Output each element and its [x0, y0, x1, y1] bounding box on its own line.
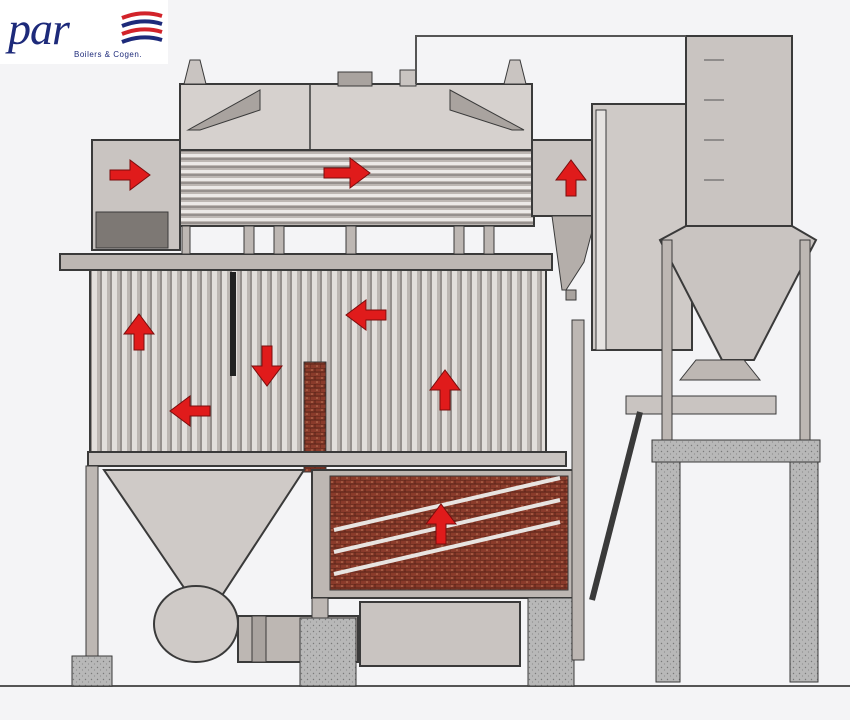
- flow-arrow-up: [429, 369, 461, 411]
- overhead-pipe: [415, 35, 686, 84]
- steam-drum: [179, 59, 533, 151]
- upper-header: [59, 253, 553, 271]
- company-logo: par Boilers & Cogen.: [0, 0, 168, 64]
- furnace: [311, 469, 575, 599]
- flow-arrow-up: [425, 503, 457, 545]
- flow-arrow-left: [345, 299, 387, 331]
- flow-arrow-down: [251, 345, 283, 387]
- flow-arrow-up: [555, 159, 587, 197]
- ash-hopper: [102, 469, 306, 622]
- convection-bank: [91, 139, 609, 301]
- logo-wordmark: par: [8, 3, 70, 54]
- fuel-silo: [625, 35, 818, 415]
- flow-arrow-right: [109, 159, 151, 191]
- logo-swoosh-icon: [121, 11, 163, 44]
- flow-arrow-right: [323, 157, 371, 189]
- ash-duct: [359, 601, 521, 667]
- air-preheater: [591, 103, 693, 351]
- header-stubs: [181, 225, 495, 255]
- flow-arrows: [109, 157, 587, 545]
- support-legs: [71, 319, 585, 687]
- flow-arrow-up: [123, 313, 155, 351]
- silo-structure: [589, 239, 821, 683]
- flow-arrow-left: [169, 395, 211, 427]
- logo-tagline: Boilers & Cogen.: [74, 50, 143, 59]
- lower-header: [87, 451, 567, 467]
- baffle: [230, 272, 236, 376]
